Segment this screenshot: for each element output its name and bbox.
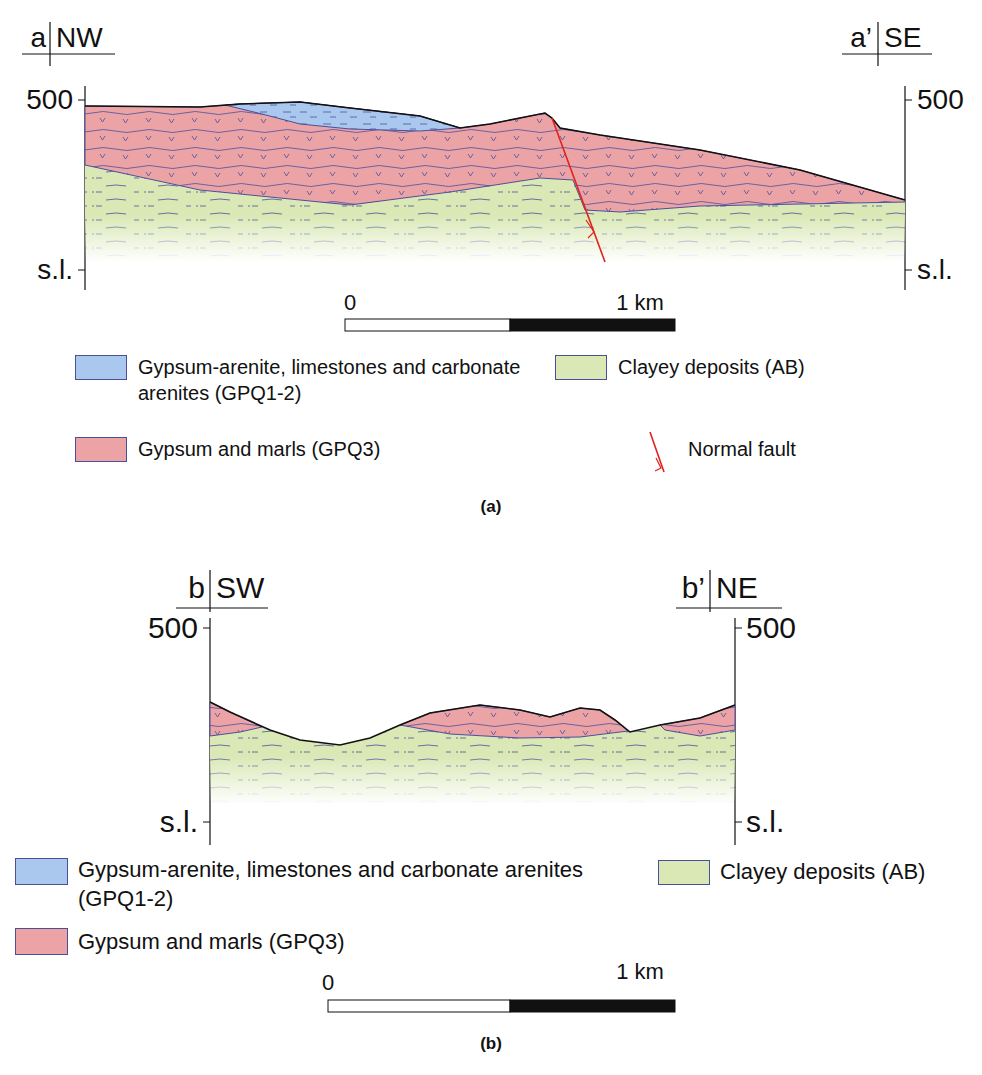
axis-label: 500 [26, 86, 73, 114]
panel-caption: (a) [481, 498, 502, 515]
legend-text: Clayey deposits (AB) [618, 354, 958, 380]
gypsum-layer-b [210, 702, 735, 738]
legend-text: Gypsum and marls (GPQ3) [138, 436, 518, 462]
axis-label: 500 [746, 613, 796, 643]
gypsum-layer-a [85, 102, 905, 212]
section-end-marks [176, 570, 782, 845]
legend-swatch [15, 928, 68, 955]
scale-bar [328, 1000, 675, 1012]
topographic-surface [210, 702, 735, 745]
legend-text: Normal fault [688, 436, 948, 462]
axis-label: NW [56, 24, 103, 52]
axis-label: SW [216, 573, 264, 603]
axis-label: NE [716, 573, 758, 603]
axis-label: s.l. [746, 807, 784, 837]
axis-label: 500 [917, 86, 964, 114]
legend-text: Gypsum and marls (GPQ3) [78, 928, 578, 957]
legend-swatch [658, 860, 710, 885]
legend-swatch [75, 437, 127, 462]
legend-swatch [555, 355, 607, 380]
axis-label: 500 [148, 613, 198, 643]
legend-swatch [15, 858, 68, 885]
fault-legend-sample [650, 432, 664, 472]
legend-text: Gypsum-arenite, limestones and carbonate… [138, 354, 548, 406]
legend-swatch [75, 355, 127, 380]
axis-label: s.l. [917, 256, 953, 284]
axis-label: b [188, 573, 205, 603]
axis-label: 0 [322, 972, 334, 994]
axis-label: SE [884, 24, 921, 52]
axis-label: s.l. [160, 807, 198, 837]
legend-text: Gypsum-arenite, limestones and carbonate… [78, 856, 618, 913]
axis-label: b’ [682, 573, 705, 603]
axis-label: s.l. [37, 256, 73, 284]
section-end-marks [22, 22, 932, 290]
axis-label: a’ [850, 24, 872, 52]
axis-label: 1 km [616, 292, 664, 314]
axis-label: 0 [344, 292, 356, 314]
axis-label: a [30, 24, 46, 52]
legend-text: Clayey deposits (AB) [720, 858, 975, 887]
panel-caption: (b) [480, 1035, 502, 1052]
normal-fault [552, 118, 605, 262]
scale-bar [345, 319, 675, 331]
topographic-surface [85, 102, 905, 200]
axis-label: 1 km [616, 961, 664, 983]
